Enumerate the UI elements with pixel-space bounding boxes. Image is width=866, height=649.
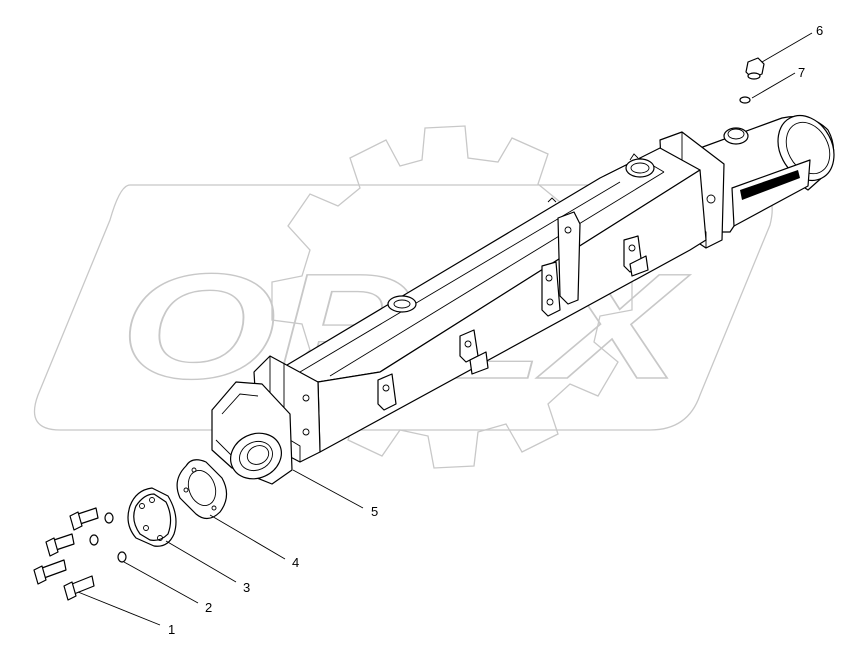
lock-washers bbox=[89, 512, 127, 563]
callout-7: 7 bbox=[798, 65, 805, 80]
plug bbox=[745, 57, 765, 80]
callout-4: 4 bbox=[292, 555, 299, 570]
manifold-body bbox=[211, 114, 835, 485]
callout-1: 1 bbox=[168, 622, 175, 637]
callout-5: 5 bbox=[371, 504, 378, 519]
callout-3: 3 bbox=[243, 580, 250, 595]
gasket bbox=[176, 459, 228, 520]
bolts bbox=[33, 507, 99, 601]
cover-plate bbox=[127, 487, 177, 547]
callout-2: 2 bbox=[205, 600, 212, 615]
callout-6: 6 bbox=[816, 23, 823, 38]
sealing-washer bbox=[739, 96, 751, 104]
callout-labels: 1 2 3 4 5 6 7 bbox=[168, 23, 823, 637]
leader-lines bbox=[77, 32, 813, 626]
